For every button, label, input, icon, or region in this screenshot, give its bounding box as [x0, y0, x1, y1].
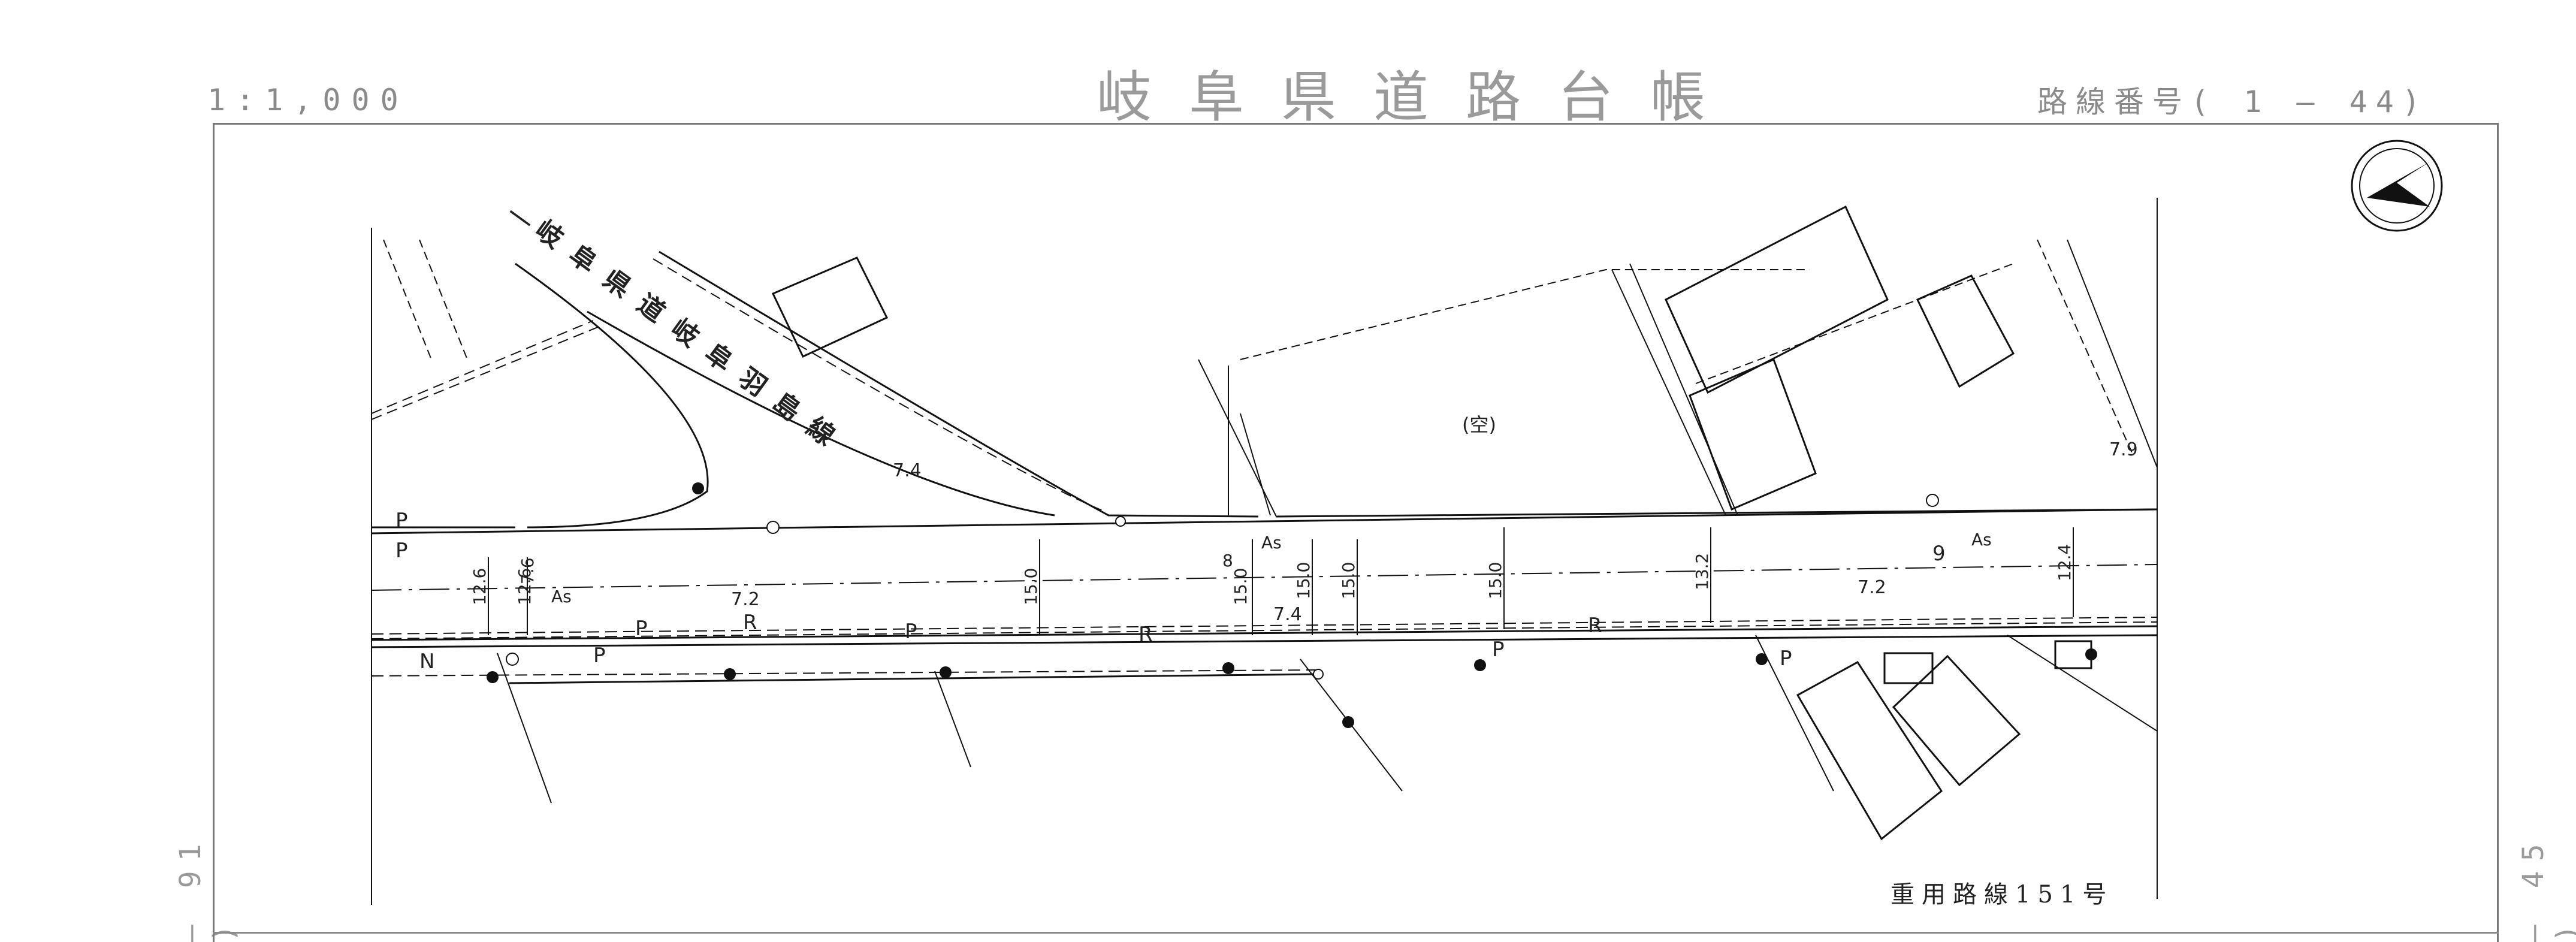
marker-label: P — [1492, 638, 1505, 662]
diagonal-road-dashed — [371, 258, 1103, 511]
manholes — [506, 494, 1939, 680]
dimension-label: 12.4 — [2055, 544, 2074, 581]
marker-label: R — [743, 611, 757, 635]
marker-label: P — [635, 617, 648, 641]
marker-label: N — [419, 650, 434, 674]
dimension-label: 12.6 — [515, 568, 534, 605]
north-arrow-icon — [2351, 140, 2443, 232]
dimension-label: 15.0 — [1294, 562, 1313, 599]
route-label: 重用路線151号 — [1891, 881, 2114, 908]
width-label: 7.4 — [1273, 604, 1302, 625]
dimension-label: 13.2 — [1692, 553, 1712, 590]
width-label: 7.2 — [731, 589, 760, 610]
width-label: 7.4 — [893, 460, 922, 481]
width-label: 7.2 — [1858, 577, 1886, 598]
dimension-label: 15.0 — [1231, 568, 1251, 605]
width-label: 7.9 — [2109, 439, 2138, 460]
fence-lines — [383, 239, 2134, 456]
marker-label: P — [1780, 647, 1792, 671]
surface-label: As — [1261, 533, 1282, 552]
dimension-label: 15.0 — [1021, 568, 1041, 605]
surface-label: As — [551, 587, 572, 606]
buildings — [771, 205, 2092, 841]
road-dashed-edges — [371, 617, 2158, 677]
vacant-lot-label: (空) — [1462, 413, 1496, 436]
surface-label: As — [1971, 530, 1992, 550]
marker-label: P — [395, 509, 408, 533]
marker-label: P — [905, 620, 917, 644]
width-label: 7.6 — [518, 557, 537, 584]
map-frame — [213, 123, 2499, 942]
frame-bottom-line — [213, 932, 2499, 934]
utility-poles — [487, 482, 2097, 728]
route-number: 路線番号( 1 ― 44) — [2037, 84, 2429, 119]
marker-label: R — [1588, 614, 1602, 638]
dimension-label: 15.0 — [1485, 562, 1505, 599]
marker-label: P — [593, 644, 606, 668]
road-edges — [371, 508, 2158, 684]
page-title: 岐阜県道路台帳 — [1097, 65, 1743, 129]
road-centerline — [371, 564, 2158, 591]
dimension-label: 12.6 — [470, 568, 490, 605]
marker-label: P — [395, 539, 408, 563]
marker-label: R — [1138, 623, 1153, 647]
dimension-ticks — [488, 527, 2074, 635]
boundary-lines — [371, 198, 2158, 905]
small-number: 8 — [1222, 551, 1233, 570]
map-scale: 1:1,000 — [207, 83, 409, 117]
small-number: 9 — [1932, 542, 1946, 566]
dimension-label: 15.0 — [1339, 562, 1358, 599]
